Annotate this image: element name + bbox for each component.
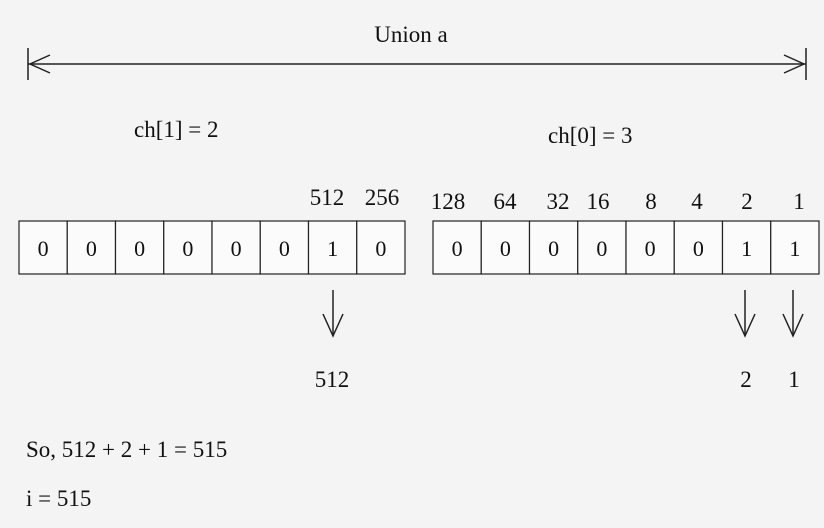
bit-value: 0 bbox=[85, 235, 97, 261]
weight-64: 64 bbox=[493, 189, 517, 214]
bit-value: 0 bbox=[182, 235, 194, 261]
weight-8: 8 bbox=[645, 189, 657, 214]
bit-value: 0 bbox=[451, 235, 463, 261]
bit-cell bbox=[625, 220, 675, 275]
high-byte-label: ch[1] = 2 bbox=[134, 117, 219, 142]
sum-line: So, 512 + 2 + 1 = 515 bbox=[26, 437, 228, 462]
union-title: Union a bbox=[374, 22, 448, 47]
weight-2: 2 bbox=[741, 189, 753, 214]
bit-value: 0 bbox=[499, 235, 511, 261]
bit-cell bbox=[211, 220, 261, 275]
bit-cell bbox=[307, 220, 358, 275]
result-2: 2 bbox=[740, 367, 752, 392]
bit-cell bbox=[114, 220, 165, 275]
bit-value: 0 bbox=[644, 235, 656, 261]
bit-value: 0 bbox=[37, 235, 49, 261]
result-512: 512 bbox=[314, 367, 350, 392]
result-line: i = 515 bbox=[26, 486, 92, 511]
bit-value: 0 bbox=[692, 235, 704, 261]
bit-value: 0 bbox=[596, 235, 608, 261]
bit-cell bbox=[18, 220, 68, 275]
weight-1: 1 bbox=[793, 189, 805, 214]
weight-256: 256 bbox=[364, 185, 400, 210]
bit-cell bbox=[721, 220, 772, 275]
weight-4: 4 bbox=[691, 189, 703, 214]
low-byte-cells bbox=[432, 220, 820, 275]
bit-value: 0 bbox=[548, 235, 560, 261]
high-byte-cells bbox=[18, 220, 406, 275]
result-1: 1 bbox=[788, 367, 800, 392]
down-arrow-512 bbox=[322, 290, 344, 338]
bit-cell bbox=[770, 220, 820, 275]
bit-value: 1 bbox=[327, 235, 339, 261]
union-span-arrow bbox=[27, 48, 807, 80]
bit-value: 1 bbox=[789, 235, 801, 261]
down-arrow-2 bbox=[734, 290, 756, 338]
bit-cell bbox=[528, 220, 579, 275]
bit-value: 1 bbox=[741, 235, 753, 261]
bit-value: 0 bbox=[375, 235, 387, 261]
bit-value: 0 bbox=[278, 235, 290, 261]
bit-cell bbox=[66, 220, 117, 275]
bit-value: 0 bbox=[134, 235, 146, 261]
weight-16: 16 bbox=[586, 189, 610, 214]
bit-cell bbox=[432, 220, 482, 275]
bit-value: 0 bbox=[230, 235, 242, 261]
low-byte-label: ch[0] = 3 bbox=[548, 123, 633, 148]
bit-cell bbox=[356, 220, 406, 275]
weight-32: 32 bbox=[546, 189, 570, 214]
down-arrow-1 bbox=[782, 290, 804, 338]
weight-512: 512 bbox=[309, 185, 345, 210]
weight-128: 128 bbox=[430, 189, 466, 214]
